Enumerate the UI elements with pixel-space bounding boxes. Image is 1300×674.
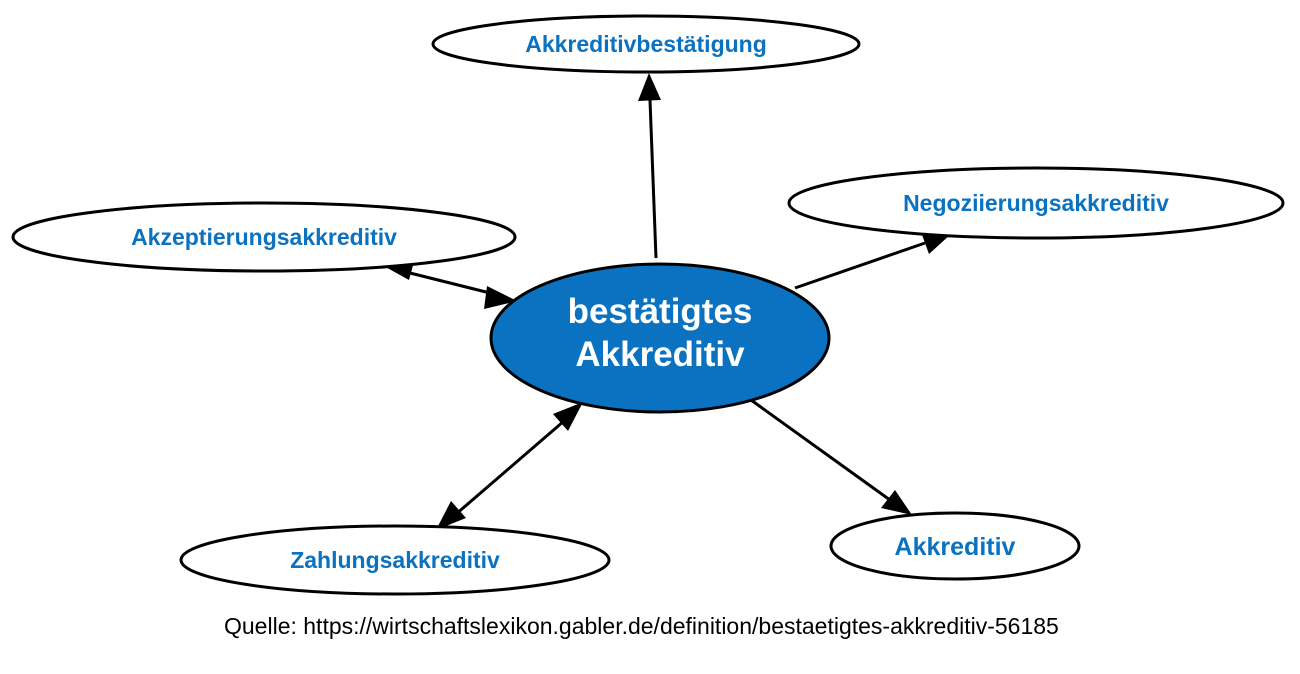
arrowhead-bottom-left-near-node <box>436 501 466 530</box>
node-bottom-left-label: Zahlungsakkreditiv <box>290 547 500 573</box>
edge-center-to-top <box>648 99 658 259</box>
edge-center-to-left <box>409 271 491 295</box>
node-bottom-right-ellipse <box>829 511 1081 581</box>
node-top: Akkreditivbestätigung <box>431 14 861 74</box>
arrowhead-top <box>638 73 661 101</box>
node-bottom-left-ellipse <box>179 524 611 596</box>
node-center-label-line1: bestätigtes <box>568 292 753 331</box>
node-left: Akzeptierungsakkreditiv <box>11 201 517 273</box>
edge-center-to-right <box>794 241 926 290</box>
node-right-label: Negoziierungsakkreditiv <box>903 190 1169 216</box>
arrowhead-bottom-right <box>881 490 912 515</box>
node-bottom-right-label: Akkreditiv <box>895 533 1016 561</box>
node-right-ellipse <box>787 166 1285 240</box>
node-bottom-right: Akkreditiv <box>829 511 1081 581</box>
node-bottom-left: Zahlungsakkreditiv <box>179 524 611 596</box>
node-right: Negoziierungsakkreditiv <box>787 166 1285 240</box>
node-left-label: Akzeptierungsakkreditiv <box>131 224 397 250</box>
arrowhead-left-near-center <box>484 286 517 309</box>
node-top-ellipse <box>431 14 861 74</box>
arrowhead-bottom-left-near-center <box>553 402 583 431</box>
node-center-label-line2: Akkreditiv <box>575 335 745 374</box>
source-caption: Quelle: https://wirtschaftslexikon.gable… <box>224 613 1059 639</box>
arrowhead-right <box>921 232 951 254</box>
node-center-ellipse <box>489 262 831 414</box>
edge-center-to-bottom-right <box>750 398 891 502</box>
node-top-label: Akkreditivbestätigung <box>525 31 767 57</box>
node-center: bestätigtes Akkreditiv <box>489 262 831 414</box>
node-left-ellipse <box>11 201 517 273</box>
edge-center-to-bottom-left <box>454 419 565 517</box>
